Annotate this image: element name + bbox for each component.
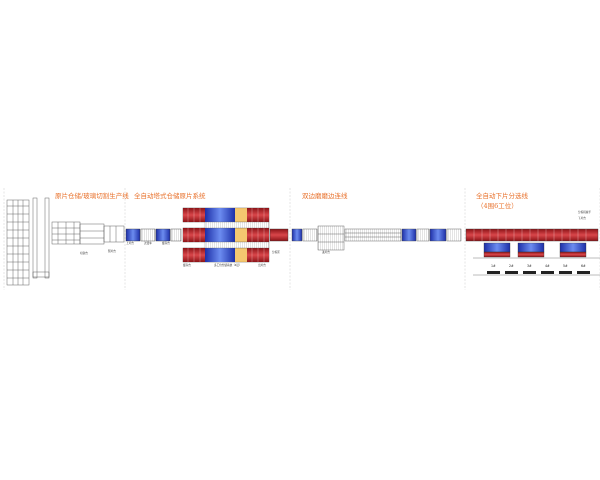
station-number: 4# <box>545 264 550 268</box>
section-subtitle-sorting: （4围6工位） <box>477 202 518 210</box>
station-number: 1# <box>491 264 496 268</box>
tower-storage-racks <box>182 207 289 263</box>
section-title-tower-storage: 全自动塔式仓储原片系统 <box>134 192 206 200</box>
label-buffer-b: 缓存台 <box>183 264 191 267</box>
label-cut-table: 切割台 <box>80 252 88 255</box>
label-transfer-car: 过渡车 <box>144 242 152 245</box>
edging-line <box>291 225 462 251</box>
label-tower-storage: 多工位仓储系统（4层） <box>214 264 242 267</box>
section-title-sorting: 全自动下片分选线 <box>476 192 528 200</box>
label-break-table: 掰片台 <box>108 250 116 253</box>
station-number: 6# <box>581 264 586 268</box>
label-loading-station: 上片台 <box>126 242 134 245</box>
label-buffer-a: 缓存台 <box>162 242 170 245</box>
station-number: 2# <box>509 264 514 268</box>
station-number: 5# <box>563 264 568 268</box>
sorting-stations <box>473 242 600 276</box>
label-sort-note-2: 下片台 <box>578 217 586 220</box>
raw-glass-rack <box>6 197 50 286</box>
section-title-edging: 双边磨磨边连线 <box>302 192 348 200</box>
section-separators <box>3 188 600 290</box>
label-sort-note-1: 分拣机械手 <box>578 211 591 214</box>
label-right-note: 分拣区 <box>272 251 280 254</box>
loading-conveyor <box>125 228 182 242</box>
section-title-cutting: 原片仓储/玻璃切割生产线 <box>55 192 129 200</box>
cutting-line <box>51 221 125 245</box>
label-edge-in: 进片台 <box>322 251 330 254</box>
sorting-main-conveyor <box>465 228 599 242</box>
station-number: 3# <box>527 264 532 268</box>
label-exit-station: 出片台 <box>258 264 266 267</box>
